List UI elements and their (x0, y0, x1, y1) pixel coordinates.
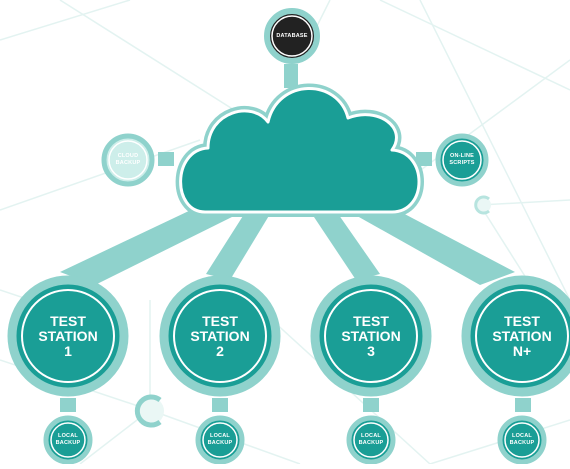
connector-database (284, 64, 298, 88)
bg-line (59, 0, 251, 121)
connectors (60, 64, 531, 412)
cloud-icon (175, 83, 424, 217)
decorative-ring-large (134, 394, 164, 428)
bg-line (0, 139, 201, 211)
bg-line (479, 199, 570, 206)
bg-line (419, 0, 570, 301)
cloud-backup-node (101, 133, 155, 187)
decorative-ring-small (474, 195, 491, 215)
connector-station-2 (206, 208, 270, 280)
test-station-node-1 (7, 275, 129, 397)
bg-line (379, 0, 570, 91)
test-station-node-2 (159, 275, 281, 397)
local-backup-node-4 (497, 415, 547, 465)
connector-station-1 (60, 200, 242, 285)
local-backup-node-1 (43, 415, 93, 465)
connector-local-backup-1 (60, 398, 76, 412)
local-backup-node-2 (195, 415, 245, 465)
connector-local-backup-4 (515, 398, 531, 412)
connector-station-4 (350, 200, 515, 285)
test-station-node-3 (310, 275, 432, 397)
connector-online-scripts (416, 152, 432, 166)
online-scripts-node (435, 133, 489, 187)
connector-local-backup-3 (363, 398, 379, 412)
connector-station-3 (312, 208, 380, 280)
connector-cloud-backup (158, 152, 174, 166)
test-station-node-4 (461, 275, 570, 397)
local-backup-node-3 (346, 415, 396, 465)
connector-local-backup-2 (212, 398, 228, 412)
bg-line (0, 0, 131, 41)
database-node (264, 8, 320, 64)
